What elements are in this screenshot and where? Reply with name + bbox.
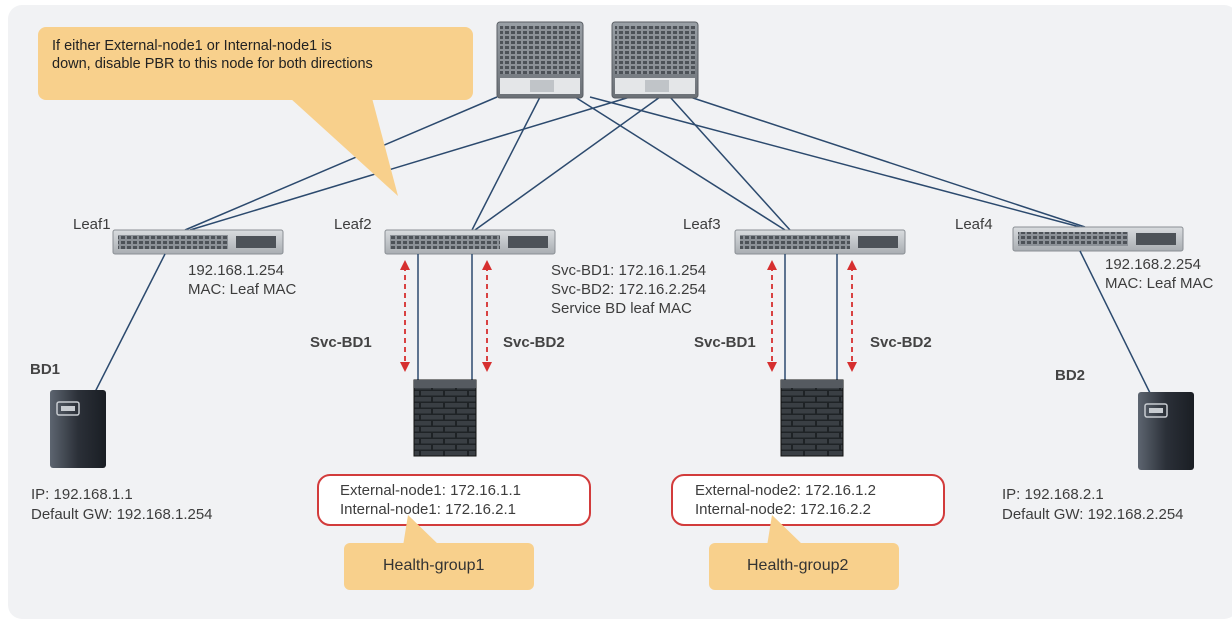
bd2-label: BD2 [1055,367,1086,384]
leaf4-mac: MAC: Leaf MAC [1105,275,1214,292]
leaf-switch-3 [734,229,906,255]
spine-leaf-links [184,96,1086,231]
leaf3-svc-bd1-label: Svc-BD1 [694,334,756,351]
internal-node2: Internal-node2: 172.16.2.2 [695,501,871,518]
service-bd1-gw: Svc-BD1: 172.16.1.254 [551,262,707,279]
health-group-1-tag [344,515,534,590]
arrow-heads [400,260,857,372]
leaf2-label: Leaf2 [334,216,372,233]
health-group-1-label: Health-group1 [383,557,485,574]
internal-node1: Internal-node1: 172.16.2.1 [340,501,516,518]
server2-ip: IP: 192.168.2.1 [1002,486,1104,503]
callout-text: If either External-node1 or Internal-nod… [52,37,373,73]
leaf-server-links [94,250,1151,394]
leaf4-label: Leaf4 [955,216,993,233]
diagram-background [8,5,1232,619]
spine-switch-2 [611,21,699,99]
leaf1-label: Leaf1 [73,216,111,233]
server-2 [1138,392,1194,470]
callout-line-2: down, disable PBR to this node for both … [52,56,373,72]
leaf1-mac: MAC: Leaf MAC [188,281,297,298]
bd1-label: BD1 [30,361,61,378]
external-node1: External-node1: 172.16.1.1 [340,482,521,499]
spine-switch-1 [496,21,584,99]
service-bd2-gw: Svc-BD2: 172.16.2.254 [551,281,707,298]
server2-gw: Default GW: 192.168.2.254 [1002,506,1184,523]
external-node2: External-node2: 172.16.1.2 [695,482,876,499]
leaf2-svc-bd2-label: Svc-BD2 [503,334,565,351]
firewall-1 [413,379,477,457]
health-group-2-box [671,474,945,526]
health-group-2-tag [709,515,899,590]
leaf4-ip: 192.168.2.254 [1105,256,1201,273]
callout-line-1: If either External-node1 or Internal-nod… [52,38,332,54]
service-bd-leaf-mac: Service BD leaf MAC [551,300,692,317]
health-group-2-label: Health-group2 [747,557,849,574]
server1-gw: Default GW: 192.168.1.254 [31,506,213,523]
svc-bd-arrows [404,266,853,366]
health-group-1-box [317,474,591,526]
leaf-switch-4 [1012,226,1184,252]
leaf2-svc-bd1-label: Svc-BD1 [310,334,372,351]
firewall-2 [780,379,844,457]
leaf-switch-1 [112,229,284,255]
server1-ip: IP: 192.168.1.1 [31,486,133,503]
leaf3-label: Leaf3 [683,216,721,233]
callout-bubble [38,27,473,196]
leaf3-svc-bd2-label: Svc-BD2 [870,334,932,351]
leaf-switch-2 [384,229,556,255]
leaf1-ip: 192.168.1.254 [188,262,284,279]
server-1 [50,390,106,468]
